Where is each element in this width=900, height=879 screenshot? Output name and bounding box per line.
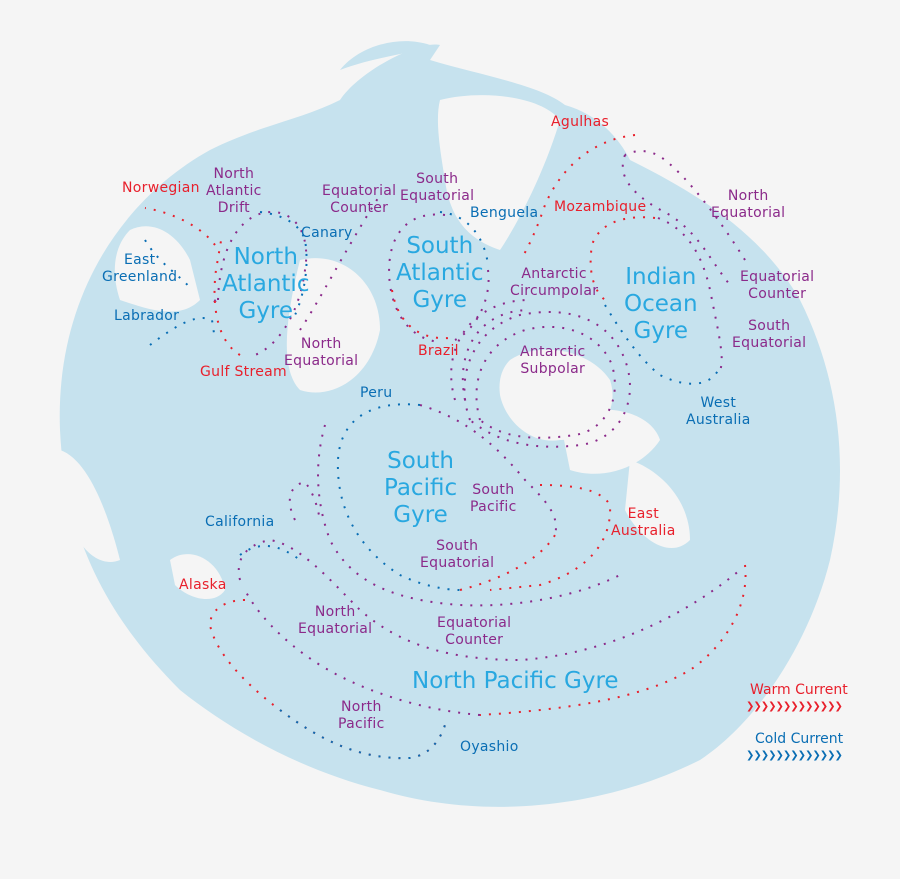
gyre-line: Gyre [238, 298, 293, 324]
gyre-label-south-atlantic: South Atlantic Gyre [396, 233, 483, 314]
current-label-agulhas: Agulhas [551, 114, 610, 130]
gyre-line: North [233, 244, 298, 270]
gyre-line: Atlantic [396, 260, 484, 286]
current-label-mozambique: Mozambique [554, 199, 647, 215]
gyre-line: Pacific [384, 475, 458, 501]
gyre-line: Gyre [393, 502, 448, 528]
gyre-line: Gyre [633, 318, 689, 344]
current-label-labrador: Labrador [114, 308, 180, 324]
gyre-label-south-pacific: South Pacific Gyre [384, 448, 457, 529]
legend-cold-label: Cold Current [755, 731, 844, 747]
legend-warm-label: Warm Current [750, 682, 848, 698]
current-label-benguela: Benguela [470, 205, 539, 221]
gyre-line: Gyre [412, 287, 467, 313]
gyre-line: Atlantic [222, 271, 310, 297]
current-label-peru: Peru [360, 385, 393, 401]
gyre-label-north-pacific: North Pacific Gyre [412, 668, 619, 695]
current-label-oyashio: Oyashio [460, 739, 519, 755]
gyre-label-north-atlantic: North Atlantic Gyre [222, 244, 309, 325]
legend-cold-arrows-icon: ❯❯❯❯❯❯❯❯❯❯❯❯❯ [746, 750, 843, 761]
legend-warm-arrows-icon: ❯❯❯❯❯❯❯❯❯❯❯❯❯ [746, 701, 843, 712]
current-label-canary: Canary [301, 225, 353, 241]
gyre-line: Ocean [624, 291, 698, 317]
gyre-line: South [406, 233, 474, 259]
gyre-label-indian-ocean: Indian Ocean Gyre [624, 264, 698, 345]
gyre-line: North Pacific Gyre [412, 668, 619, 694]
current-label-alaska: Alaska [179, 577, 227, 593]
gyre-line: Indian [625, 264, 697, 290]
gyre-line: South [387, 448, 454, 474]
current-label-norwegian: Norwegian [122, 180, 200, 196]
land-shapes [60, 95, 690, 600]
current-label-gulf-stream: Gulf Stream [200, 364, 287, 380]
current-label-brazil: Brazil [418, 343, 459, 359]
current-label-california: California [205, 514, 275, 530]
